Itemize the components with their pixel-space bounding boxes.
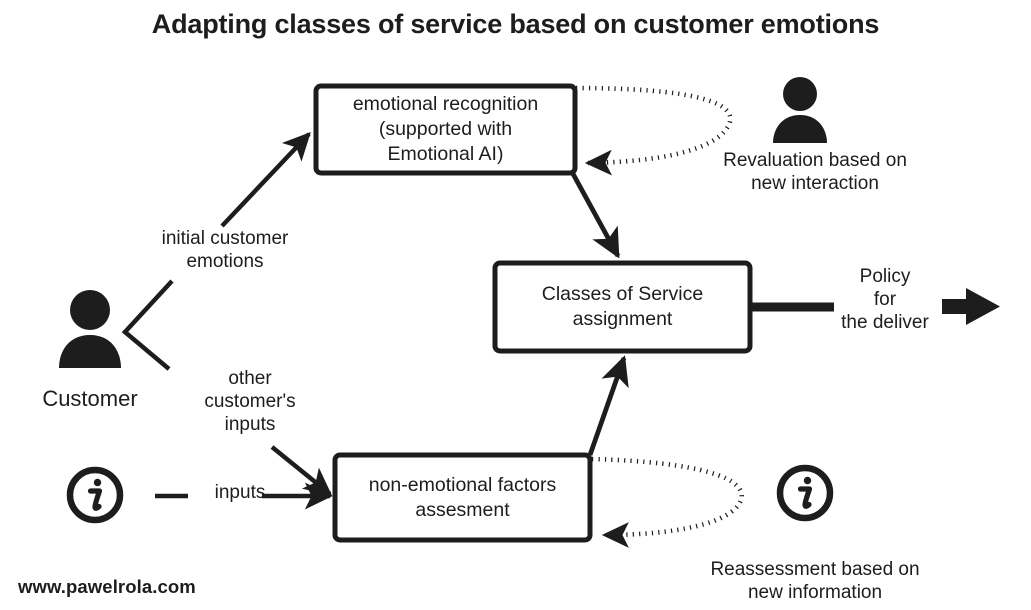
label-revaluation-based-on-new-interaction: Revaluation based on new interaction (723, 150, 907, 194)
person-icon (771, 76, 829, 144)
info-icon (66, 466, 124, 524)
connector-emotional-recognition-to-classes (569, 170, 621, 259)
label-initial-customer-emotions: initial customer emotions (161, 228, 289, 272)
connector-reassessment-loop (591, 456, 744, 548)
label-customer: Customer (42, 386, 138, 411)
footer-website: www.pawelrola.com (18, 576, 196, 597)
connector-revaluation-loop (575, 85, 733, 176)
connector-customer-fan (121, 279, 174, 371)
page-title: Adapting classes of service based on cus… (151, 9, 880, 39)
box-non-emotional-factors-shape[interactable] (332, 452, 593, 543)
info-icon (776, 464, 834, 522)
label-policy-for-the-deliver: Policy for the deliver (841, 266, 929, 333)
label-inputs: inputs (214, 482, 266, 503)
connector-customer-to-emotional-recognition (220, 132, 311, 228)
person-icon (57, 289, 123, 369)
box-emotional-recognition-shape[interactable] (313, 83, 578, 176)
arrow-right-icon (942, 288, 1000, 325)
connector-non-emotional-to-classes (587, 355, 629, 456)
box-classes-of-service-shape[interactable] (492, 260, 753, 354)
label-other-customers-inputs: other customer's inputs (204, 368, 296, 435)
label-reassessment-based-on-new-information: Reassessment based on new information (710, 559, 920, 603)
